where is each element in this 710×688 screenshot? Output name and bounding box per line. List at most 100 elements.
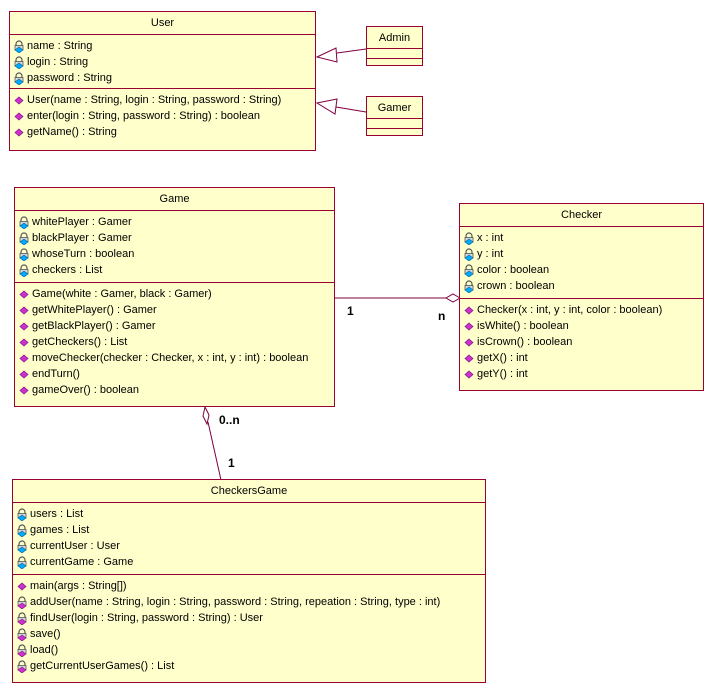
game-class-name: Game bbox=[15, 188, 334, 211]
gamer-class[interactable]: Gamer bbox=[366, 96, 423, 136]
public-operation-icon bbox=[13, 94, 26, 107]
operation-text: moveChecker(checker : Checker, x : int, … bbox=[32, 352, 309, 364]
operation-text: isWhite() : boolean bbox=[477, 320, 569, 332]
operation-text: save() bbox=[30, 628, 61, 640]
public-operation-icon bbox=[18, 304, 31, 317]
checkersgame-attributes: users : List games : List currentUser : Us… bbox=[13, 503, 485, 574]
checker-class[interactable]: Checker x : int y : int color : boolean cro… bbox=[459, 203, 704, 391]
operation-row[interactable]: findUser(login : String, password : Stri… bbox=[16, 610, 485, 626]
public-operation-icon bbox=[13, 110, 26, 123]
operation-row[interactable]: isWhite() : boolean bbox=[463, 318, 703, 334]
gamer-class-name: Gamer bbox=[367, 97, 422, 119]
operation-row[interactable]: User(name : String, login : String, pass… bbox=[13, 92, 315, 108]
operation-row[interactable]: getX() : int bbox=[463, 350, 703, 366]
public-operation-icon bbox=[18, 336, 31, 349]
checker-aggregation-diamond bbox=[444, 293, 462, 303]
private-attribute-icon bbox=[18, 215, 31, 229]
private-attribute-icon bbox=[18, 231, 31, 245]
gamer-generalization-line bbox=[335, 106, 367, 113]
operation-text: findUser(login : String, password : Stri… bbox=[30, 612, 263, 624]
operation-text: gameOver() : boolean bbox=[32, 384, 139, 396]
gamer-generalization-arrowhead bbox=[315, 98, 338, 115]
operation-row[interactable]: getCheckers() : List bbox=[18, 334, 334, 350]
admin-class-name: Admin bbox=[367, 27, 422, 49]
operation-row[interactable]: Game(white : Gamer, black : Gamer) bbox=[18, 286, 334, 302]
attribute-row[interactable]: blackPlayer : Gamer bbox=[18, 230, 334, 246]
public-operation-icon bbox=[463, 320, 476, 333]
attribute-row[interactable]: color : boolean bbox=[463, 262, 703, 278]
operation-row[interactable]: save() bbox=[16, 626, 485, 642]
attribute-row[interactable]: crown : boolean bbox=[463, 278, 703, 294]
attribute-row[interactable]: y : int bbox=[463, 246, 703, 262]
game-operations: Game(white : Gamer, black : Gamer)getWhi… bbox=[15, 282, 334, 400]
attribute-text: crown : boolean bbox=[477, 280, 555, 292]
public-operation-icon bbox=[18, 384, 31, 397]
operation-text: enter(login : String, password : String)… bbox=[27, 110, 260, 122]
attribute-text: checkers : List bbox=[32, 264, 103, 276]
operation-row[interactable]: Checker(x : int, y : int, color : boolea… bbox=[463, 302, 703, 318]
checker-operations: Checker(x : int, y : int, color : boolea… bbox=[460, 298, 703, 384]
checker-attributes: x : int y : int color : boolean crown : boo… bbox=[460, 227, 703, 298]
operation-row[interactable]: isCrown() : boolean bbox=[463, 334, 703, 350]
attribute-row[interactable]: password : String bbox=[13, 70, 315, 86]
attribute-text: password : String bbox=[27, 72, 112, 84]
private-operation-icon bbox=[16, 611, 29, 625]
operation-text: Checker(x : int, y : int, color : boolea… bbox=[477, 304, 663, 316]
attribute-row[interactable]: currentGame : Game bbox=[16, 554, 485, 570]
admin-attributes bbox=[367, 49, 422, 59]
operation-row[interactable]: gameOver() : boolean bbox=[18, 382, 334, 398]
operation-row[interactable]: getName() : String bbox=[13, 124, 315, 140]
admin-class[interactable]: Admin bbox=[366, 26, 423, 66]
attribute-text: name : String bbox=[27, 40, 93, 52]
operation-text: load() bbox=[30, 644, 59, 656]
attribute-text: users : List bbox=[30, 508, 84, 520]
operation-text: main(args : String[]) bbox=[30, 580, 127, 592]
attribute-row[interactable]: x : int bbox=[463, 230, 703, 246]
attribute-row[interactable]: games : List bbox=[16, 522, 485, 538]
user-attributes: name : String login : String password : St… bbox=[10, 35, 315, 88]
attribute-row[interactable]: name : String bbox=[13, 38, 315, 54]
attribute-text: currentGame : Game bbox=[30, 556, 134, 568]
private-attribute-icon bbox=[463, 279, 476, 293]
attribute-row[interactable]: checkers : List bbox=[18, 262, 334, 278]
operation-row[interactable]: getY() : int bbox=[463, 366, 703, 382]
game-checker-target-multiplicity: n bbox=[438, 309, 446, 323]
public-operation-icon bbox=[18, 368, 31, 381]
attribute-row[interactable]: currentUser : User bbox=[16, 538, 485, 554]
attribute-row[interactable]: users : List bbox=[16, 506, 485, 522]
private-attribute-icon bbox=[16, 555, 29, 569]
operation-row[interactable]: enter(login : String, password : String)… bbox=[13, 108, 315, 124]
admin-operations bbox=[367, 59, 422, 67]
private-attribute-icon bbox=[13, 55, 26, 69]
private-attribute-icon bbox=[463, 231, 476, 245]
private-operation-icon bbox=[16, 595, 29, 609]
attribute-text: y : int bbox=[477, 248, 504, 260]
attribute-row[interactable]: login : String bbox=[13, 54, 315, 70]
operation-row[interactable]: main(args : String[]) bbox=[16, 578, 485, 594]
operation-row[interactable]: getWhitePlayer() : Gamer bbox=[18, 302, 334, 318]
operation-row[interactable]: moveChecker(checker : Checker, x : int, … bbox=[18, 350, 334, 366]
operation-text: getX() : int bbox=[477, 352, 528, 364]
game-class[interactable]: Game whitePlayer : Gamer blackPlayer : Ga… bbox=[14, 187, 335, 407]
attribute-text: currentUser : User bbox=[30, 540, 120, 552]
private-attribute-icon bbox=[463, 247, 476, 261]
attribute-row[interactable]: whoseTurn : boolean bbox=[18, 246, 334, 262]
operation-row[interactable]: getCurrentUserGames() : List bbox=[16, 658, 485, 674]
attribute-row[interactable]: whitePlayer : Gamer bbox=[18, 214, 334, 230]
game-aggregation-diamond bbox=[202, 405, 210, 426]
public-operation-icon bbox=[18, 352, 31, 365]
operation-row[interactable]: load() bbox=[16, 642, 485, 658]
private-attribute-icon bbox=[13, 71, 26, 85]
attribute-text: whitePlayer : Gamer bbox=[32, 216, 132, 228]
operation-row[interactable]: addUser(name : String, login : String, p… bbox=[16, 594, 485, 610]
operation-row[interactable]: endTurn() bbox=[18, 366, 334, 382]
public-operation-icon bbox=[16, 580, 29, 593]
operation-text: User(name : String, login : String, pass… bbox=[27, 94, 282, 106]
operation-row[interactable]: getBlackPlayer() : Gamer bbox=[18, 318, 334, 334]
private-operation-icon bbox=[16, 627, 29, 641]
checker-class-name: Checker bbox=[460, 204, 703, 227]
game-checker-source-multiplicity: 1 bbox=[347, 304, 354, 318]
